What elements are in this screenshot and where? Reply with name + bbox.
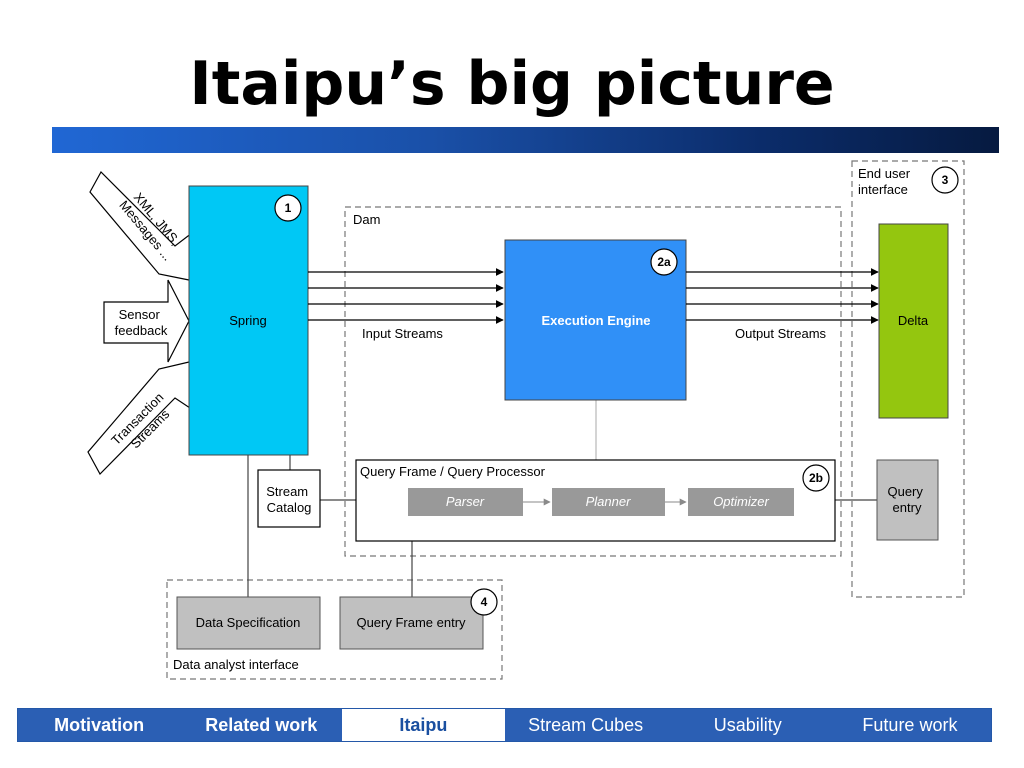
nav-tab-stream-cubes[interactable]: Stream Cubes — [504, 709, 667, 741]
dam-container — [344, 206, 842, 557]
nav-tab-future-work[interactable]: Future work — [828, 709, 992, 741]
query-entry-label-line-1: Query — [887, 484, 923, 499]
query-frame-entry-box — [339, 596, 484, 650]
nav-tab-usability[interactable]: Usability — [666, 709, 829, 741]
spring-box — [188, 185, 309, 456]
stream-catalog-box — [257, 469, 321, 528]
end-user-label-line-1: End user — [858, 166, 911, 181]
svg-text:Sensor feedback: Sensor feedback — [115, 307, 168, 338]
data-analyst-label: Data analyst interface — [173, 657, 299, 672]
input-stream-arrows — [308, 268, 504, 324]
sensor-input-label-line-1: Sensor — [119, 307, 161, 322]
parser-step — [408, 488, 523, 516]
execution-engine-badge-number: 2a — [657, 255, 671, 269]
data-specification-box — [176, 596, 321, 650]
end-user-badge-number: 3 — [942, 173, 949, 187]
nav-tab-label: Related work — [205, 714, 318, 735]
data-analyst-badge — [470, 588, 498, 616]
spring-badge-number: 1 — [285, 201, 292, 215]
data-analyst-interface-container — [166, 579, 503, 680]
nav-tab-related-work[interactable]: Related work — [180, 709, 343, 741]
planner-step — [552, 488, 665, 516]
nav-tab-label: Usability — [713, 714, 782, 735]
xml-jms-input-arrow: XML, JMS, Messages ... — [89, 171, 207, 281]
nav-tab-label: Motivation — [54, 714, 145, 735]
output-streams-label: Output Streams — [735, 326, 827, 341]
query-entry-box — [876, 459, 939, 541]
execution-engine-label: Execution Engine — [541, 313, 650, 328]
section-navigation-bar: Motivation Related work Itaipu Stream Cu… — [17, 708, 992, 742]
architecture-diagram: Dam End user interface Data analyst inte… — [87, 160, 965, 680]
svg-text:Stream Catalog: Stream Catalog — [266, 484, 312, 515]
slide-title: Itaipu’s big picture — [189, 49, 835, 119]
input-streams-label: Input Streams — [362, 326, 443, 341]
end-user-interface-container — [851, 160, 965, 598]
optimizer-step — [688, 488, 794, 516]
nav-tab-label: Itaipu — [399, 714, 448, 735]
nav-tab-motivation[interactable]: Motivation — [18, 709, 181, 741]
data-analyst-badge-number: 4 — [481, 595, 488, 609]
query-processor-label: Query Frame / Query Processor — [360, 464, 546, 479]
delta-box — [878, 223, 949, 419]
planner-label: Planner — [586, 494, 631, 509]
query-entry-label-line-2: entry — [893, 500, 922, 515]
stream-catalog-label-line-2: Catalog — [267, 500, 312, 515]
data-specification-label: Data Specification — [196, 615, 301, 630]
title-bar — [52, 127, 999, 153]
query-frame-entry-label: Query Frame entry — [356, 615, 466, 630]
dam-label: Dam — [353, 212, 380, 227]
sensor-input-label-line-2: feedback — [115, 323, 168, 338]
query-processor-badge-number: 2b — [809, 471, 823, 485]
output-stream-arrows — [686, 268, 879, 324]
nav-tab-label: Stream Cubes — [528, 714, 644, 735]
nav-tab-itaipu[interactable]: Itaipu — [342, 709, 505, 741]
delta-label: Delta — [898, 313, 929, 328]
sensor-input-arrow: Sensor feedback — [103, 279, 190, 363]
parser-label: Parser — [446, 494, 485, 509]
end-user-badge — [931, 166, 959, 194]
optimizer-label: Optimizer — [713, 494, 769, 509]
nav-tab-label: Future work — [862, 714, 958, 735]
execution-engine-badge — [650, 248, 678, 276]
svg-text:Query entry: Query entry — [887, 484, 926, 515]
query-processor-badge — [802, 464, 830, 492]
spring-badge — [274, 194, 302, 222]
transaction-input-arrow: Transaction Streams — [87, 361, 207, 475]
end-user-label-line-2: interface — [858, 182, 908, 197]
spring-label: Spring — [229, 313, 267, 328]
stream-catalog-label-line-1: Stream — [266, 484, 308, 499]
